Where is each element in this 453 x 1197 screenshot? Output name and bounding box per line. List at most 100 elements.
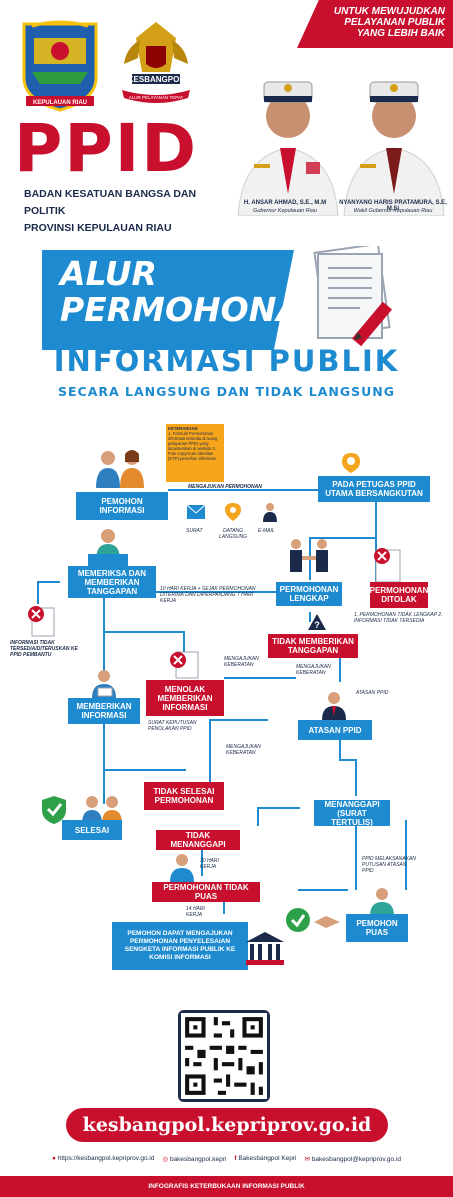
question-icon: ? bbox=[308, 614, 326, 630]
instagram-link-text: bakesbangpol.kepri bbox=[169, 1156, 227, 1163]
mail-icon: ✉ bbox=[304, 1156, 310, 1163]
ditolak-note: 1. PERMOHONAN TIDAK LENGKAP 2. INFORMASI… bbox=[354, 612, 443, 624]
channel-datang: DATANG LANGSUNG bbox=[218, 528, 248, 540]
sengketa-box: PEMOHON DAPAT MENGAJUKAN PERMOHONAN PENY… bbox=[112, 922, 248, 970]
permohonan-lengkap-box: PERMOHONAN LENGKAP bbox=[276, 582, 342, 606]
mengajukan-keberatan-note: MENGAJUKAN KEBERATAN bbox=[224, 656, 259, 668]
official-1-role: Gubernur Kepulauan Riau bbox=[253, 208, 317, 214]
alur-line: PERMOHONAN bbox=[60, 290, 330, 329]
mengajukan-label: MENGAJUKAN PERMOHONAN bbox=[188, 484, 262, 490]
not-available-doc-icon bbox=[28, 606, 55, 637]
kesbangpol-logo: KESBANGPOL ALUR PELAYANAN TEPAT bbox=[122, 22, 190, 103]
menanggapi-box: MENANGGAPI (SURAT TERTULIS) bbox=[314, 800, 390, 827]
alur-banner bbox=[42, 250, 294, 350]
flow-arrow bbox=[257, 807, 300, 826]
facebook-icon: f bbox=[234, 1155, 237, 1162]
permohonan-ditolak-box: PERMOHONAN DITOLAK bbox=[370, 582, 428, 608]
hari10-note: 10 HARI KERJA + SEJAK PERMOHONAN DITERIM… bbox=[160, 586, 256, 604]
unhappy-person-icon bbox=[170, 854, 194, 882]
official-2-name: NYANYANG HARIS PRATAMURA, S.E, M.Si bbox=[339, 200, 447, 212]
tagline-line: UNTUK MEWUJUDKAN bbox=[333, 6, 445, 17]
location-pin-icon bbox=[342, 453, 360, 473]
info-subheading: SECARA LANGSUNG DAN TIDAK LANGSUNG bbox=[58, 384, 395, 399]
flowchart-connectors bbox=[37, 489, 407, 914]
hari14-note: 14 HARI KERJA bbox=[186, 906, 205, 918]
tidak-puas-box: PERMOHONAN TIDAK PUAS bbox=[152, 882, 260, 902]
officials-photo bbox=[237, 81, 445, 216]
officer-desk-icon bbox=[88, 529, 128, 566]
logo-caption: KEPULAUAN RIAU bbox=[33, 100, 87, 106]
tidak-tersedia-note: INFORMASI TIDAK TERSEDIA/DITERUSKAN KE P… bbox=[10, 640, 78, 658]
flow-arrow bbox=[339, 720, 357, 796]
kesbangpol-label: KESBANGPOL bbox=[128, 75, 185, 84]
atasan-ppid-box: ATASAN PPID bbox=[298, 720, 372, 740]
memberikan-informasi-box: MEMBERIKAN INFORMASI bbox=[68, 698, 140, 724]
mengajukan-keberatan-note-2: MENGAJUKAN KEBERATAN bbox=[226, 744, 261, 756]
pemohon-informasi-box: PEMOHON INFORMASI bbox=[76, 492, 168, 520]
agreement-icon bbox=[286, 908, 340, 932]
keterangan-note: KETERANGAN 1. Formulir Permohonan inform… bbox=[166, 424, 224, 482]
kepri-logo: KEPULAUAN RIAU bbox=[22, 20, 98, 112]
footer-bar: INFOGRAFIS KETERBUKAAN INFORMASI PUBLIK bbox=[0, 1176, 453, 1197]
alur-line: ALUR bbox=[60, 254, 157, 293]
petugas-ppid-box: PADA PETUGAS PPID UTAMA BERSANGKUTAN bbox=[318, 476, 430, 502]
agency-line: BADAN KESATUAN BANGSA DAN POLITIK bbox=[24, 188, 197, 217]
rejected-document-icon bbox=[374, 548, 401, 583]
tagline-line: PELAYANAN PUBLIK bbox=[344, 17, 445, 28]
facebook-link-text: Bakesbangpol Kepri bbox=[238, 1155, 297, 1162]
instagram-link[interactable]: ◎ bakesbangpol.kepri bbox=[162, 1155, 226, 1167]
menolak-doc-icon bbox=[170, 651, 199, 679]
agency-line: PROVINSI KEPULAUAN RIAU bbox=[24, 222, 172, 234]
komisi-building-icon bbox=[246, 932, 284, 965]
note-title: KETERANGAN bbox=[168, 426, 198, 431]
tagline-line: YANG LEBIH BAIK bbox=[356, 28, 445, 39]
website-url[interactable]: kesbangpol.kepriprov.go.id bbox=[66, 1108, 388, 1142]
pemohon-people-icon bbox=[96, 450, 144, 488]
happy-person-icon bbox=[370, 888, 394, 916]
tidak-selesai-box: TIDAK SELESAI PERMOHONAN bbox=[144, 782, 224, 810]
atasan-person-icon bbox=[322, 692, 346, 720]
flow-arrow bbox=[209, 719, 268, 782]
official-1-name: H. ANSAR AHMAD, S.E., M.M bbox=[243, 200, 327, 206]
mail-icon bbox=[186, 504, 206, 519]
official-2-role: Wakil Gubernur Kepulauan Riau bbox=[353, 208, 433, 214]
official-2-figure bbox=[343, 81, 445, 216]
logo-ribbon bbox=[26, 96, 94, 106]
channel-surat: SURAT bbox=[186, 528, 203, 534]
tidak-memberikan-box: TIDAK MEMBERIKAN TANGGAPAN bbox=[268, 634, 358, 658]
flow-arrow bbox=[104, 631, 185, 652]
qr-code-frame[interactable] bbox=[178, 1010, 270, 1102]
qr-code-icon bbox=[181, 1013, 267, 1099]
ppid-putusan-note: PPID MELAKSANAKAN PUTUSAN ATASAN PPID bbox=[362, 856, 416, 874]
email-person-icon bbox=[263, 503, 277, 522]
facebook-link[interactable]: f Bakesbangpol Kepri bbox=[234, 1155, 296, 1167]
info-publik-heading: INFORMASI PUBLIK bbox=[53, 344, 400, 378]
tagline-banner: UNTUK MEWUJUDKAN PELAYANAN PUBLIK YANG L… bbox=[297, 0, 453, 48]
flow-arrow bbox=[37, 581, 60, 604]
kesbangpol-motto: ALUR PELAYANAN TEPAT bbox=[129, 95, 184, 100]
surat-keputusan-note: SURAT KEPUTUSAN PENOLAKAN PPID bbox=[148, 720, 197, 732]
reading-person-icon bbox=[92, 670, 116, 698]
tidak-menanggapi-box: TIDAK MENANGGAPI bbox=[156, 830, 240, 850]
instagram-icon: ◎ bbox=[162, 1156, 169, 1163]
website-link-text: https://kesbangpol.kepriprov.go.id bbox=[57, 1155, 155, 1162]
website-link[interactable]: ● https://kesbangpol.kepriprov.go.id bbox=[52, 1155, 154, 1167]
channel-email: E-MAIL bbox=[258, 528, 275, 534]
email-link[interactable]: ✉ bakesbangpol@kepriprov.go.id bbox=[305, 1155, 402, 1167]
pin-icon bbox=[225, 503, 241, 521]
alur-title: ALUR PERMOHONAN bbox=[60, 256, 329, 328]
document-pen-icon bbox=[313, 246, 393, 347]
atasan-ppid-label: ATASAN PPID bbox=[356, 690, 389, 696]
hari30-note: 30 HARI KERJA bbox=[200, 858, 219, 870]
handshake-people-icon bbox=[290, 539, 328, 572]
agency-name: BADAN KESATUAN BANGSA DAN POLITIK PROVIN… bbox=[24, 186, 224, 237]
pengajuan-keberatan-note: MENGAJUKAN KEBERATAN bbox=[296, 664, 331, 676]
globe-icon: ● bbox=[52, 1155, 56, 1162]
svg-text:?: ? bbox=[314, 620, 320, 630]
social-links: ● https://kesbangpol.kepriprov.go.id ◎ b… bbox=[0, 1155, 453, 1167]
ppid-heading: PPID bbox=[14, 110, 199, 187]
email-link-text: bakesbangpol@kepriprov.go.id bbox=[311, 1156, 401, 1163]
pemohon-puas-box: PEMOHON PUAS bbox=[346, 914, 408, 942]
memeriksa-box: MEMERIKSA DAN MEMBERIKAN TANGGAPAN bbox=[68, 566, 156, 598]
menolak-box: MENOLAK MEMBERIKAN INFORMASI bbox=[146, 680, 224, 716]
